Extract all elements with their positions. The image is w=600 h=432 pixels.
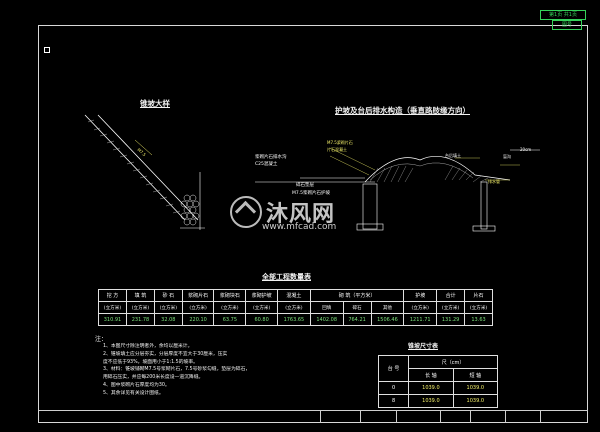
- cell: 1039.0: [452, 381, 499, 395]
- table-row: 8 1039.0 1039.0: [377, 394, 499, 408]
- table-row: 长 轴 短 轴: [379, 368, 499, 382]
- value-cell: 63.75: [213, 313, 247, 326]
- unit-cell: (立方米): [98, 301, 127, 314]
- unit-cell: (立方米): [464, 301, 493, 314]
- value-cell: 764.21: [342, 313, 372, 326]
- size-table: 台 号 尺（cm） 长 轴 短 轴 0 1039.0 1039.0 8 1039…: [377, 355, 499, 408]
- table-row: 0 1039.0 1039.0: [377, 381, 499, 395]
- note-item: 5、其余详见有关设计图纸。: [103, 390, 164, 396]
- value-cell: 60.80: [245, 313, 279, 326]
- header-cell: 长 轴: [408, 368, 454, 382]
- header-cell: 填 筑: [125, 289, 155, 302]
- svg-text:M7.5: M7.5: [136, 147, 147, 158]
- notes-heading: 注：: [95, 336, 108, 343]
- value-cell: 1211.71: [403, 313, 438, 326]
- table-row: 310.91 231.78 32.08 220.10 63.75 60.80 1…: [98, 313, 493, 326]
- header-cell: 挖 方: [98, 289, 127, 302]
- note-item: 度不应低于93%，坡面用小于1:1.5的坡率。: [103, 359, 198, 365]
- left-detail-title: 锥坡大样: [140, 99, 170, 108]
- note-item: 3、材料：锥坡铺砌M7.5号浆砌片石，7.5号砂浆勾缝，垫层为碎石，: [103, 367, 251, 373]
- value-cell: 1402.08: [309, 313, 344, 326]
- header-cell-wide: 砌 筑（平方米）: [309, 289, 405, 302]
- note-item: 2、锥坡填土应分层夯实，分层厚度不宜大于30厘米，压实: [103, 351, 228, 357]
- cell: 1039.0: [452, 394, 499, 408]
- header-cell: 浆砌护坡: [245, 289, 279, 302]
- label-drain-ditch: 浆砌片石排水沟: [255, 155, 287, 160]
- value-cell: 220.10: [181, 313, 215, 326]
- cell: 0: [377, 381, 410, 395]
- unit-cell: (立方米): [277, 301, 311, 314]
- unit-cell: (立方米): [153, 301, 183, 314]
- title-block-line: [38, 410, 588, 411]
- right-detail-title: 护坡及台后排水构造（垂直路肢缘方向）: [335, 106, 470, 115]
- label-masonry: M7.5浆砌片石: [327, 140, 353, 145]
- label-drain-pipe: 排水管: [488, 179, 500, 184]
- quantity-table: 挖 方 填 筑 砂 石 浆砌片石 浆砌块石 浆砌护坡 混凝土 砌 筑（平方米） …: [98, 289, 493, 326]
- title-block-divider: [470, 411, 471, 423]
- value-cell: 13.63: [464, 313, 493, 326]
- drawing-number-stamp: 图号: [552, 20, 582, 30]
- table-row: (立方米) (立方米) (立方米) (立方米) (立方米) (立方米) (立方米…: [98, 301, 493, 314]
- cell: 1039.0: [408, 394, 454, 408]
- table-row: 挖 方 填 筑 砂 石 浆砌片石 浆砌块石 浆砌护坡 混凝土 砌 筑（平方米） …: [98, 289, 493, 302]
- unit-cell: (立方米): [213, 301, 247, 314]
- notes-list: 1、本图尺寸除注明者外，余均以厘米计。 2、锥坡填土应分层夯实，分层厚度不宜大于…: [103, 344, 353, 400]
- header-cell: 片石: [464, 289, 493, 302]
- value-cell: 1506.46: [370, 313, 405, 326]
- drainage-section-drawing: [255, 147, 540, 232]
- header-cell: 砂 石: [153, 289, 183, 302]
- title-block-divider: [320, 411, 321, 423]
- value-cell: 1763.65: [277, 313, 311, 326]
- watermark-url: www.mfcad.com: [262, 222, 337, 232]
- unit-cell: (立方米): [125, 301, 155, 314]
- header-cell: 尺（cm）: [408, 355, 498, 369]
- unit-cell: 碎石: [342, 301, 372, 314]
- unit-cell: (立方米): [245, 301, 279, 314]
- table-row: 台 号 尺（cm）: [377, 355, 498, 382]
- label-gravel: 碎石垫层: [296, 183, 314, 188]
- title-block-divider: [540, 411, 541, 423]
- header-cell: 短 轴: [452, 368, 499, 382]
- cell: 1039.0: [408, 381, 454, 395]
- value-cell: 32.08: [153, 313, 183, 326]
- label-dimension: 20cm: [520, 147, 532, 152]
- label-concrete: C25混凝土: [255, 162, 278, 167]
- unit-cell: 其他: [370, 301, 405, 314]
- title-block-divider: [440, 411, 441, 423]
- header-cell: 浆砌片石: [181, 289, 215, 302]
- header-cell: 混凝土: [277, 289, 311, 302]
- sheet-stamp: 第1页 共1页: [540, 10, 586, 20]
- drawing-frame: [38, 25, 588, 423]
- quantity-table-title: 全部工程数量表: [262, 273, 311, 281]
- label-backfill: 台后填土: [445, 153, 461, 158]
- unit-cell: 回填: [309, 301, 344, 314]
- note-item: 用碎石压实，并应每200米长度设一道沉降缝。: [103, 375, 204, 381]
- header-cell: 浆砌块石: [213, 289, 247, 302]
- value-cell: 231.78: [125, 313, 155, 326]
- watermark: 沐风网: [230, 196, 335, 228]
- value-cell: 310.91: [98, 313, 127, 326]
- title-block-divider: [360, 411, 361, 423]
- title-block-divider: [505, 411, 506, 423]
- header-cell: 合计: [436, 289, 466, 302]
- cell: 8: [377, 394, 410, 408]
- mfcad-logo-icon: [230, 196, 262, 228]
- cone-slope-drawing: M7.5: [84, 114, 205, 230]
- title-block-divider: [396, 411, 397, 423]
- value-cell: 131.29: [436, 313, 466, 326]
- note-item: 1、本图尺寸除注明者外，余均以厘米计。: [103, 344, 193, 349]
- label-blind-ditch: 盲沟: [503, 154, 511, 159]
- header-cell: 护坡: [403, 289, 438, 302]
- unit-cell: (立方米): [181, 301, 215, 314]
- unit-cell: (立方米): [436, 301, 466, 314]
- size-table-title: 锥坡尺寸表: [408, 343, 439, 350]
- watermark-brand: 沐风网: [266, 202, 336, 227]
- label-rubble-concrete: 片石混凝土: [327, 147, 347, 152]
- note-item: 4、图中浆砌片石厚度均为30。: [103, 382, 170, 388]
- label-slope-protection: M7.5浆砌片石护坡: [292, 191, 331, 196]
- origin-marker: [44, 47, 50, 53]
- unit-cell: (立方米): [403, 301, 438, 314]
- header-cell: 台 号: [377, 355, 410, 382]
